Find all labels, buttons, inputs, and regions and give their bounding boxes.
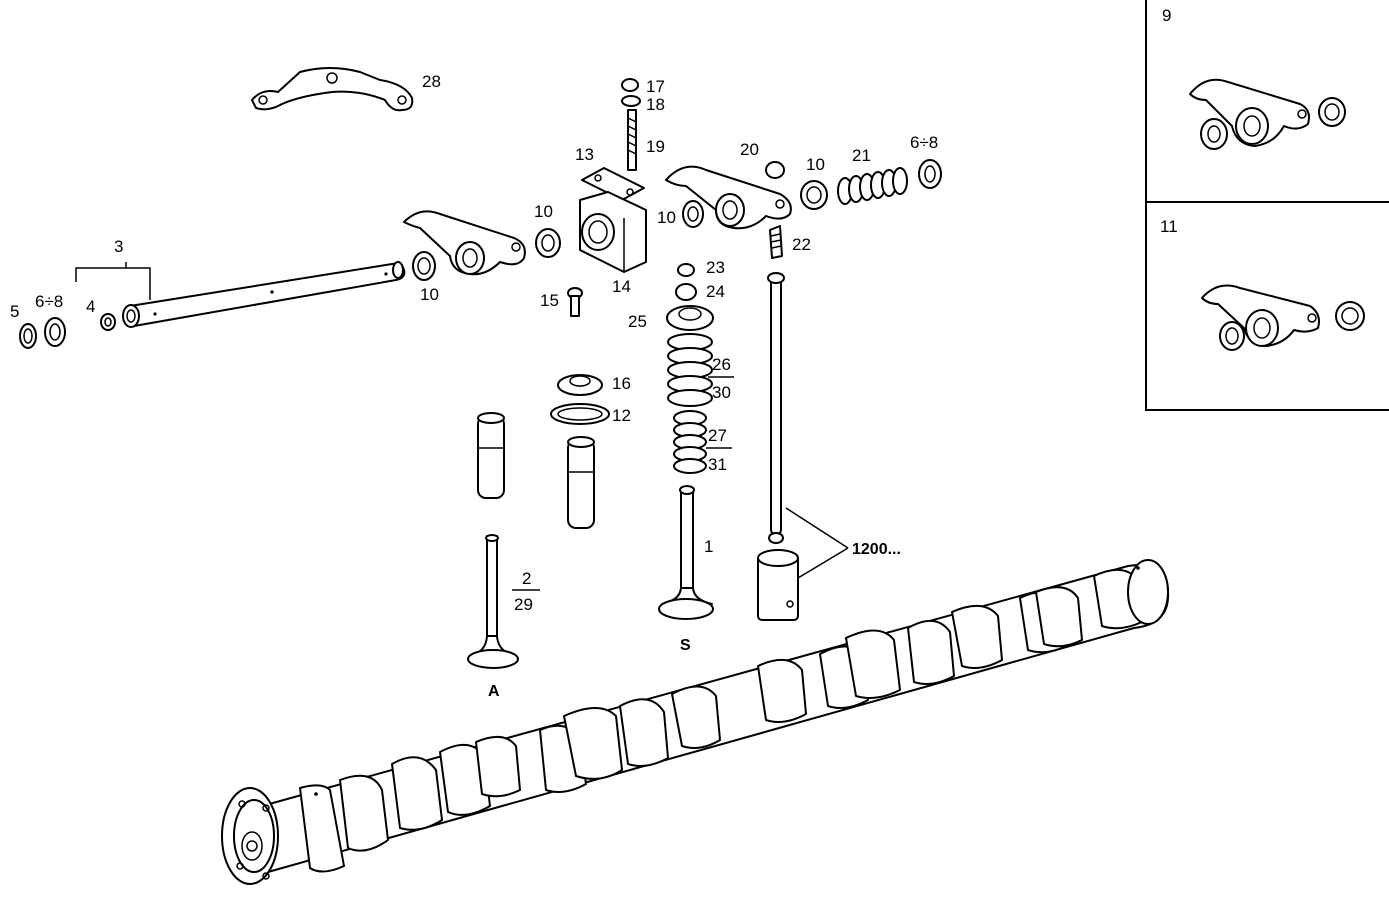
cotter-part-24 [675,283,697,301]
stud-part-19 [627,109,637,171]
nut-part-20 [765,161,785,179]
bracket-line-3 [75,267,151,300]
label-30: 30 [712,383,731,402]
label-29: 29 [514,595,533,614]
label-13: 13 [575,145,594,164]
rocker-arm-assembly-11 [1201,284,1365,351]
intake-valve-part-2-29 [467,534,519,669]
label-1: 1 [704,537,713,556]
label-28: 28 [422,72,441,91]
rocker-arm-right [665,165,792,230]
screw-part-15 [567,287,583,317]
washer-part-12 [550,403,610,425]
label-25: 25 [628,312,647,331]
washer-part-6-8-right [918,159,942,189]
seal-part-16 [557,374,603,396]
tappet [757,549,799,621]
valve-a-label: A [488,683,500,700]
rocker-shaft-part-3 [122,261,406,328]
camshaft [221,559,1170,885]
rocker-arm-assembly-9 [1189,78,1346,150]
valve-s-label: S [680,637,691,654]
label-27: 27 [708,426,727,445]
label-10-a: 10 [420,285,439,304]
valve-guide-right [567,436,595,529]
valve-guide-left [477,412,505,499]
bushing-part-10-right [800,180,828,210]
label-22: 22 [792,235,811,254]
inset-panel [1145,0,1389,411]
label-26: 26 [712,355,731,374]
label-16: 16 [612,374,631,393]
pushrod [767,272,785,544]
label-18: 18 [646,95,665,114]
label-5: 5 [10,302,19,321]
outer-spring-part-26-30 [667,333,713,407]
rocker-arm-left [403,210,526,276]
label-23: 23 [706,258,725,277]
label-10-b: 10 [534,202,553,221]
camshaft-lobes [299,569,1143,873]
label-21: 21 [852,146,871,165]
label-1200: 1200... [852,541,901,558]
adjusting-screw-part-22 [769,225,783,259]
rocker-support-part-14 [579,191,647,273]
label-12: 12 [612,406,631,425]
label-4: 4 [86,297,95,316]
exhaust-valve-part-1 [658,485,714,620]
circlip-part-5 [19,323,37,349]
label-10-d: 10 [806,155,825,174]
spring-part-21 [837,167,908,205]
spring-retainer-part-25 [666,305,714,331]
nut-part-17 [621,78,639,92]
inset-label-11: 11 [1160,217,1178,236]
plug-part-4 [100,313,116,331]
bushing-part-10-right-left [682,200,704,228]
washer-part-6-8-left [44,317,66,347]
label-24: 24 [706,282,725,301]
label-6-8-left: 6÷8 [35,292,63,311]
label-14: 14 [612,277,631,296]
leader-1200 [785,507,849,579]
bracket-part-28 [251,67,414,112]
inset-label-9: 9 [1162,6,1171,25]
cotter-part-23 [677,263,695,277]
label-19: 19 [646,137,665,156]
inner-spring-part-27-31 [673,410,707,474]
label-2: 2 [522,569,531,588]
label-31: 31 [708,455,727,474]
label-15: 15 [540,291,559,310]
label-6-8-right: 6÷8 [910,133,938,152]
label-3: 3 [114,237,123,256]
label-10-c: 10 [657,208,676,227]
washer-part-18 [621,95,641,107]
label-20: 20 [740,140,759,159]
bushing-part-10-mid [535,228,561,258]
bushing-part-10-left [412,251,436,281]
label-17: 17 [646,77,665,96]
